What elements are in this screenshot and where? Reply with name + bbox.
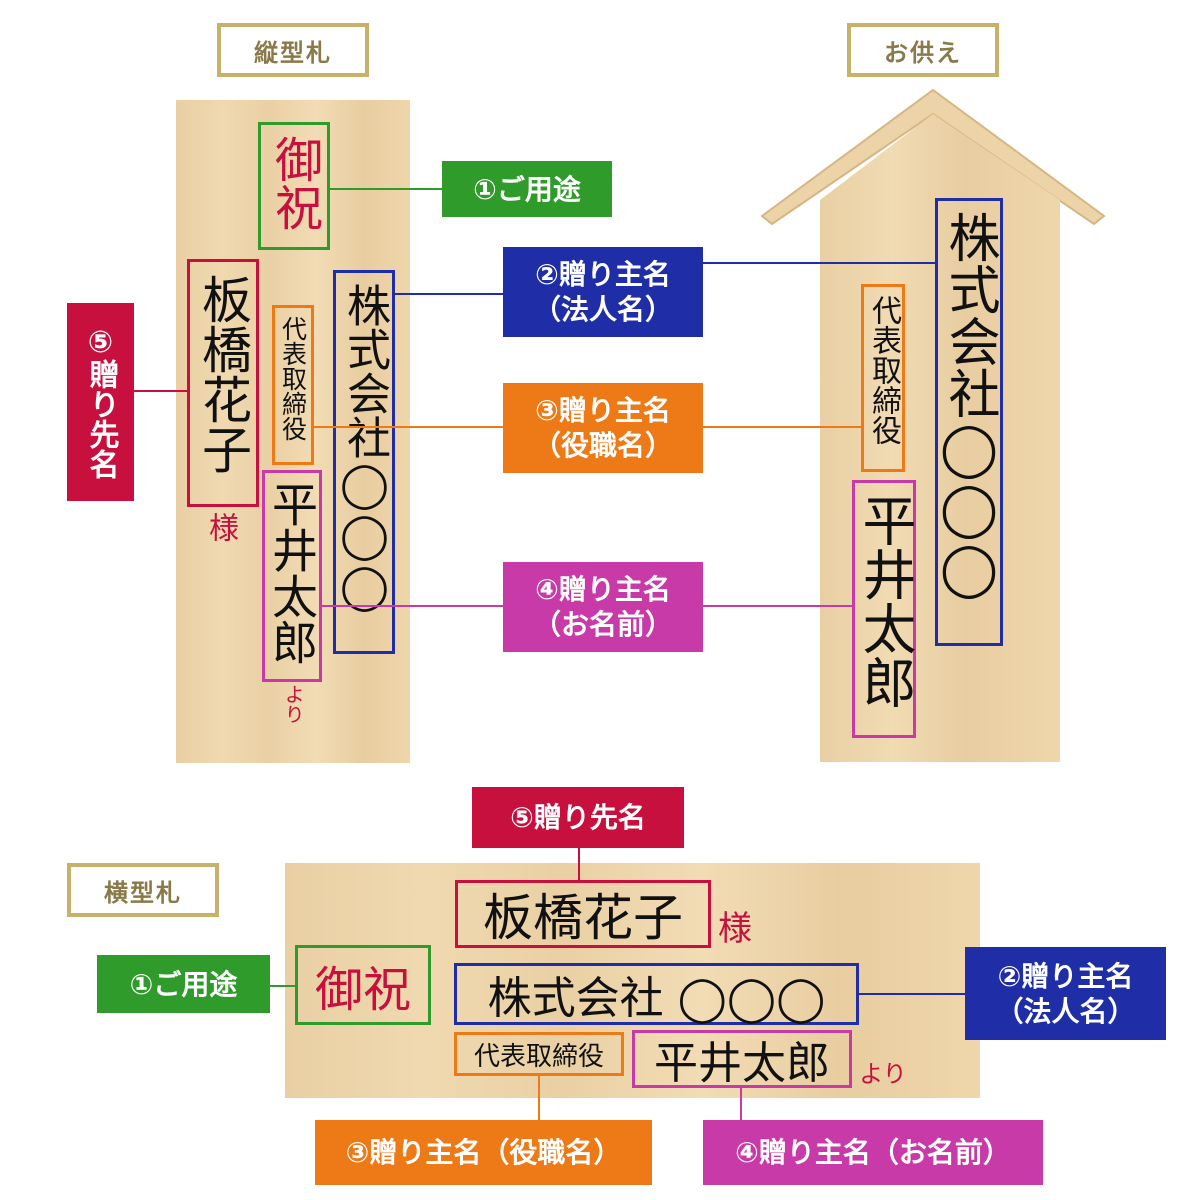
vertical-company-box: 株式会社◯◯◯: [333, 270, 395, 654]
label-company-bottom: ②贈り主名 （法人名）: [965, 947, 1166, 1040]
label-title-top: ③贈り主名 （役職名）: [503, 383, 703, 473]
label-company-top-line1: ②贈り主名: [535, 258, 671, 291]
vertical-from-text: より: [281, 684, 305, 724]
connector-company-left: [395, 293, 503, 295]
connector-purpose-vertical: [330, 188, 442, 190]
label-recipient-vertical-num: ⑤: [87, 324, 114, 360]
connector-recipient-vertical: [134, 390, 187, 392]
horizontal-tag-header: 横型札: [67, 863, 219, 917]
connector-name-left: [322, 605, 503, 607]
offering-title-box: 代表取締役: [861, 284, 905, 472]
offering-title-text: 代表取締役: [866, 295, 901, 445]
connector-purpose-horizontal: [270, 985, 295, 987]
horizontal-purpose-text: 御祝: [314, 962, 411, 1018]
offering-company-text: 株式会社◯◯◯: [939, 211, 999, 599]
horizontal-company-box: 株式会社 ◯◯◯: [454, 963, 859, 1025]
label-name-top-line1: ④贈り主名: [535, 573, 671, 606]
label-company-top: ②贈り主名 （法人名）: [503, 247, 703, 337]
vertical-title-text: 代表取締役: [278, 316, 308, 441]
label-name-top-line2: （お名前）: [532, 608, 673, 641]
vertical-company-text: 株式会社◯◯◯: [339, 283, 390, 612]
label-purpose-bottom-text: ①ご用途: [129, 967, 238, 1001]
vertical-name-text: 平井太郎: [265, 481, 319, 665]
connector-title-right: [703, 426, 861, 428]
label-purpose-top: ①ご用途: [442, 161, 612, 217]
connector-company-right: [703, 262, 935, 264]
label-purpose-top-text: ①ご用途: [473, 172, 581, 206]
horizontal-name-text: 平井太郎: [654, 1038, 830, 1089]
connector-name-right: [703, 605, 852, 607]
label-purpose-bottom: ①ご用途: [97, 955, 270, 1013]
label-title-top-line1: ③贈り主名: [535, 394, 671, 427]
vertical-name-box: 平井太郎: [262, 470, 322, 682]
horizontal-title-text: 代表取締役: [473, 1041, 604, 1072]
horizontal-recipient-text: 板橋花子: [483, 889, 683, 947]
horizontal-from-text: より: [859, 1059, 907, 1088]
horizontal-title-box: 代表取締役: [454, 1032, 624, 1076]
connector-recipient-horizontal: [578, 848, 580, 880]
vertical-tag-header: 縦型札: [217, 23, 369, 77]
label-name-top: ④贈り主名 （お名前）: [503, 562, 703, 652]
horizontal-company-text: 株式会社 ◯◯◯: [487, 973, 826, 1024]
horizontal-name-box: 平井太郎: [632, 1030, 852, 1089]
label-recipient-vertical: ⑤ 贈り先名: [67, 303, 134, 501]
label-name-bottom-text: ④贈り主名（お名前）: [735, 1136, 1011, 1169]
connector-company-horizontal: [859, 993, 965, 995]
label-name-bottom: ④贈り主名（お名前）: [703, 1120, 1043, 1185]
horizontal-honorific: 様: [718, 908, 752, 949]
label-recipient-horizontal-text: ⑤贈り先名: [510, 801, 646, 834]
vertical-purpose-box: 御祝: [258, 122, 330, 250]
horizontal-recipient-box: 板橋花子: [455, 880, 711, 948]
connector-title-horizontal: [538, 1076, 540, 1120]
offering-header: お供え: [847, 23, 999, 77]
vertical-honorific: 様: [203, 512, 238, 542]
label-company-top-line2: （法人名）: [532, 293, 673, 326]
label-company-bottom-line1: ②贈り主名: [997, 959, 1134, 993]
vertical-purpose-text: 御祝: [266, 135, 322, 231]
connector-name-horizontal: [740, 1088, 742, 1120]
label-recipient-vertical-text: 贈り先名: [83, 358, 119, 479]
label-company-bottom-line2: （法人名）: [995, 994, 1136, 1028]
horizontal-purpose-box: 御祝: [295, 945, 431, 1025]
offering-name-box: 平井太郎: [852, 480, 916, 738]
offering-name-text: 平井太郎: [853, 493, 916, 709]
offering-company-box: 株式会社◯◯◯: [935, 198, 1003, 646]
vertical-recipient-text: 板橋花子: [194, 274, 252, 474]
connector-title-left: [314, 426, 503, 428]
label-title-top-line2: （役職名）: [532, 429, 673, 462]
vertical-title-box: 代表取締役: [272, 305, 314, 465]
label-recipient-horizontal: ⑤贈り先名: [472, 787, 684, 848]
label-title-bottom-text: ③贈り主名（役職名）: [345, 1136, 622, 1169]
vertical-recipient-box: 板橋花子: [187, 259, 259, 507]
label-title-bottom: ③贈り主名（役職名）: [315, 1120, 652, 1185]
